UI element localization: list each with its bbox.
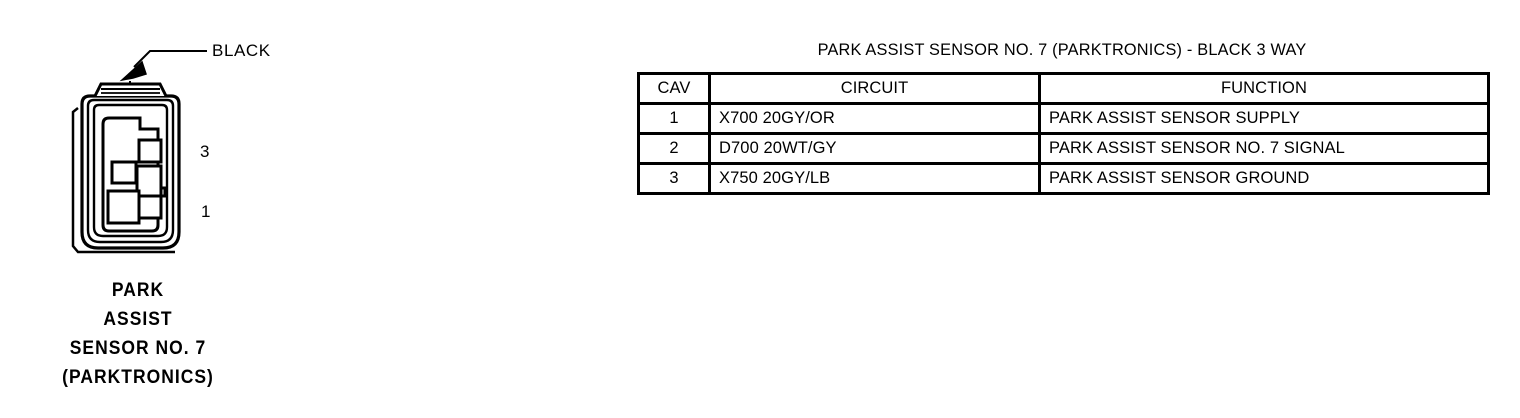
- column-header-function: FUNCTION: [1038, 72, 1490, 105]
- cell-cav: 2: [637, 132, 711, 165]
- pinout-table-panel: PARK ASSIST SENSOR NO. 7 (PARKTRONICS) -…: [637, 40, 1490, 195]
- cell-circuit: X700 20GY/OR: [708, 102, 1041, 135]
- pin-number-1: 1: [201, 202, 211, 221]
- connector-illustration-panel: BLACK 3 1 PARK ASSIST SENSOR NO. 7 (PARK…: [0, 0, 320, 418]
- terminal-cavity-bottom-left: [106, 189, 141, 225]
- caption-line-3: SENSOR NO. 7: [69, 338, 207, 359]
- cell-function: PARK ASSIST SENSOR SUPPLY: [1038, 102, 1490, 135]
- terminal-cavity-top-right: [137, 138, 163, 164]
- black-callout-label: BLACK: [212, 41, 271, 60]
- pinout-table-title: PARK ASSIST SENSOR NO. 7 (PARKTRONICS) -…: [817, 40, 1307, 59]
- cell-function: PARK ASSIST SENSOR GROUND: [1038, 162, 1490, 195]
- pin-number-3: 3: [200, 142, 210, 161]
- column-header-cav: CAV: [637, 72, 711, 105]
- pinout-table: CAV CIRCUIT FUNCTION 1 X700 20GY/OR PARK…: [637, 72, 1490, 195]
- connector-caption: PARK ASSIST SENSOR NO. 7 (PARKTRONICS): [11, 276, 265, 392]
- caption-line-2: ASSIST: [103, 309, 173, 330]
- table-row: 3 X750 20GY/LB PARK ASSIST SENSOR GROUND: [637, 162, 1490, 195]
- column-header-circuit: CIRCUIT: [708, 72, 1041, 105]
- cell-cav: 1: [637, 102, 711, 135]
- connector-drawing: [71, 50, 207, 254]
- terminal-cavity-middle-left: [110, 160, 138, 185]
- table-row: 1 X700 20GY/OR PARK ASSIST SENSOR SUPPLY: [637, 102, 1490, 135]
- cell-cav: 3: [637, 162, 711, 195]
- caption-line-1: PARK: [111, 280, 165, 301]
- cell-circuit: X750 20GY/LB: [708, 162, 1041, 195]
- caption-line-4: (PARKTRONICS): [62, 367, 214, 388]
- cell-circuit: D700 20WT/GY: [708, 132, 1041, 165]
- black-callout-leader-icon: [119, 50, 207, 82]
- connector-body-icon: [71, 81, 181, 254]
- table-row: 2 D700 20WT/GY PARK ASSIST SENSOR NO. 7 …: [637, 132, 1490, 165]
- table-header-row: CAV CIRCUIT FUNCTION: [637, 72, 1490, 105]
- terminal-cavity-bottom-center: [137, 194, 163, 220]
- cell-function: PARK ASSIST SENSOR NO. 7 SIGNAL: [1038, 132, 1490, 165]
